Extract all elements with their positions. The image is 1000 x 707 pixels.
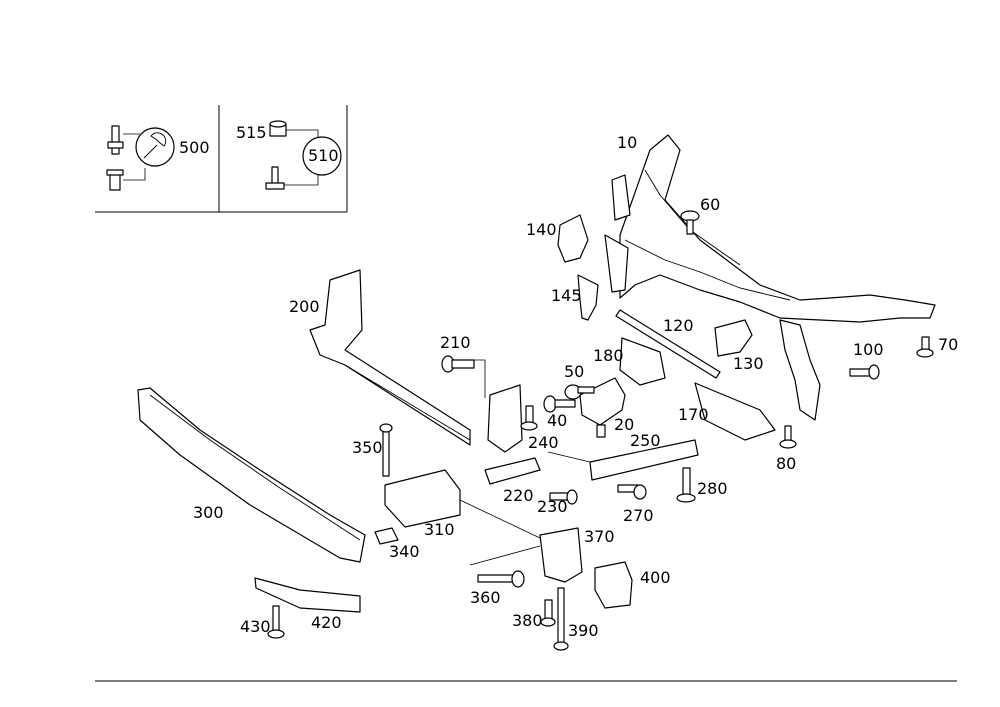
callout-230: 230 (537, 497, 568, 516)
callout-220: 220 (503, 486, 534, 505)
callout-340: 340 (389, 542, 420, 561)
plate-340 (374, 527, 399, 545)
callout-10: 10 (617, 133, 637, 152)
bumper-beam-300 (137, 387, 366, 563)
callout-100: 100 (853, 340, 884, 359)
bolt-390 (553, 587, 569, 651)
bracket-140 (557, 214, 589, 263)
callout-510: 510 (308, 146, 339, 165)
bolt-100 (849, 364, 880, 380)
callout-70: 70 (938, 335, 958, 354)
callout-50: 50 (564, 362, 584, 381)
bracket-220 (484, 457, 541, 485)
callout-145: 145 (551, 286, 582, 305)
rod-120 (615, 309, 721, 379)
bracket-130 (714, 319, 753, 357)
strip-420 (254, 577, 361, 613)
callout-350: 350 (352, 438, 383, 457)
cover-170 (694, 382, 776, 441)
callout-270: 270 (623, 506, 654, 525)
callout-390: 390 (568, 621, 599, 640)
legend-box (95, 105, 348, 213)
bolt-280 (676, 467, 696, 503)
callout-130: 130 (733, 354, 764, 373)
bolt-380 (540, 599, 556, 627)
bolt-360 (477, 570, 525, 588)
callout-200: 200 (289, 297, 320, 316)
callout-40: 40 (547, 411, 567, 430)
legend-bolt-500 (106, 125, 146, 191)
wrench-icon (135, 127, 175, 167)
bolt-210 (441, 355, 486, 398)
callout-210: 210 (440, 333, 471, 352)
bolt-240 (520, 405, 538, 431)
clip-60 (680, 210, 700, 235)
bolt-350 (379, 423, 393, 477)
callout-250: 250 (630, 431, 661, 450)
legend-nut-515 (269, 120, 287, 137)
bolt-40 (543, 395, 576, 413)
callout-400: 400 (640, 568, 671, 587)
callout-515: 515 (236, 123, 267, 142)
callout-300: 300 (193, 503, 224, 522)
callout-120: 120 (663, 316, 694, 335)
crossmember-10 (604, 134, 936, 421)
callout-500: 500 (179, 138, 210, 157)
bracket-310 (384, 469, 541, 539)
circle-icon (302, 136, 342, 176)
bolt-70 (916, 336, 934, 358)
callout-310: 310 (424, 520, 455, 539)
callout-140: 140 (526, 220, 557, 239)
callout-360: 360 (470, 588, 501, 607)
callout-240: 240 (528, 433, 559, 452)
callout-170: 170 (678, 405, 709, 424)
bracket-240 (487, 384, 523, 453)
callout-430: 430 (240, 617, 271, 636)
callout-420: 420 (311, 613, 342, 632)
callout-labels: 500 515 510 10 60 140 145 120 200 210 18… (179, 123, 958, 640)
rail-250 (547, 439, 699, 481)
callout-380: 380 (512, 611, 543, 630)
callout-280: 280 (697, 479, 728, 498)
bracket-145 (577, 274, 599, 321)
bolt-430 (267, 605, 285, 639)
callout-370: 370 (584, 527, 615, 546)
bolt-80 (779, 425, 797, 449)
bolt-230 (549, 489, 578, 505)
callout-20: 20 (614, 415, 634, 434)
callout-180: 180 (593, 346, 624, 365)
bolt-270 (617, 484, 647, 500)
beam-200 (309, 269, 471, 446)
bracket-180 (619, 337, 666, 386)
bolt-50 (564, 384, 595, 400)
callout-80: 80 (776, 454, 796, 473)
callout-60: 60 (700, 195, 720, 214)
bracket-370 (469, 527, 583, 583)
cap-400 (594, 561, 633, 609)
